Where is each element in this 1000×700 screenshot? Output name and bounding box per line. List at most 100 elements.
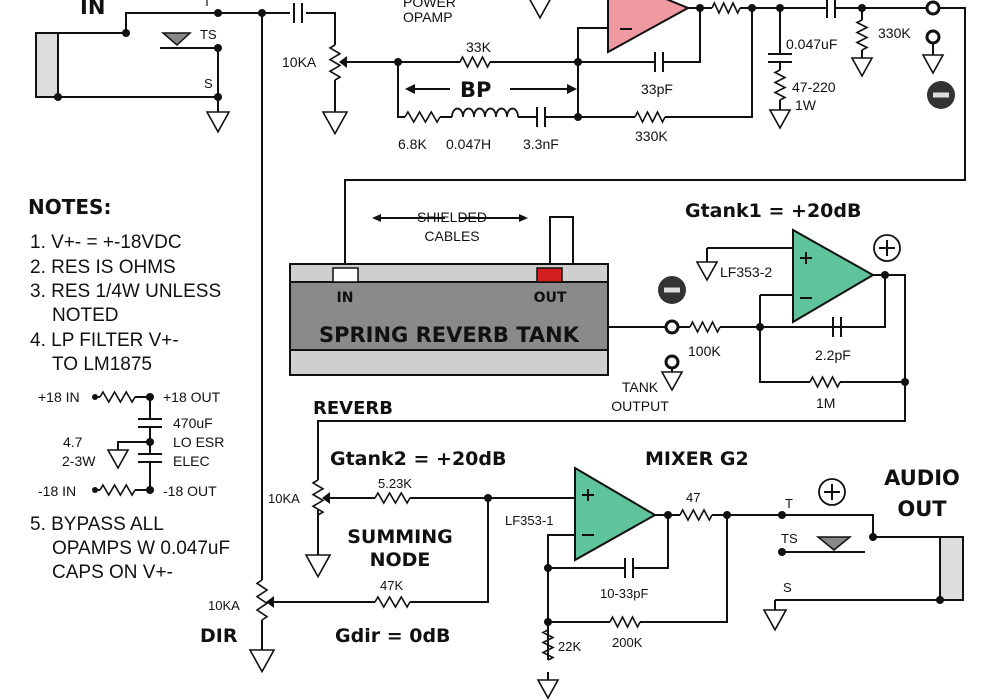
gtank2-title: Gtank2 = +20dB (330, 448, 506, 470)
r-6k8-label: 6.8K (398, 136, 427, 152)
r-snub-label: 1W (795, 97, 817, 113)
mixer-opamp (574, 466, 658, 562)
input-title: IN (80, 0, 105, 19)
r-47k-label: 47K (380, 578, 403, 593)
junction-dot (723, 511, 731, 519)
pot-wiper-arrow-icon (322, 492, 330, 504)
ground-icon (921, 54, 945, 75)
gtank1-opamp (792, 228, 876, 324)
r-1m-label: 1M (816, 395, 835, 411)
c-047u-label: 0.047uF (786, 36, 837, 52)
filter-cap-label: ELEC (173, 453, 210, 469)
output-sleeve-label: S (783, 580, 792, 595)
resistor-icon (404, 110, 441, 124)
ground-icon (248, 649, 276, 674)
plus-circle-icon (818, 478, 846, 506)
junction-dot (936, 596, 944, 604)
note-item: NOTED (52, 305, 119, 326)
note-item: 1. V+- = +-18VDC (30, 232, 182, 253)
dir-label: DIR (200, 625, 238, 647)
junction-dot (146, 438, 154, 446)
mixer-opamp-label: LF353-1 (505, 513, 553, 528)
input-tip-label: T (203, 0, 211, 9)
resistor-icon (689, 320, 721, 334)
filter-p-out: +18 OUT (163, 389, 221, 405)
reverb-label: REVERB (313, 398, 393, 419)
gdir-title: Gdir = 0dB (335, 625, 451, 647)
tank-in-terminal (332, 267, 359, 283)
junction-dot (778, 548, 786, 556)
junction-dot (214, 44, 222, 52)
junction-dot (574, 113, 582, 121)
junction-dot (574, 58, 582, 66)
resistor-icon (374, 595, 411, 609)
junction-dot (92, 394, 98, 400)
note-item: 3. RES 1/4W UNLESS (30, 281, 221, 302)
pot-wiper-arrow-icon (266, 596, 274, 608)
ground-icon (529, 0, 551, 20)
output-tip-label: T (785, 496, 793, 511)
filter-p-in: +18 IN (38, 389, 80, 405)
power-opamp-label: OPAMP (403, 9, 453, 25)
capacitor-icon (832, 317, 842, 337)
r-523k-label: 5.23K (378, 476, 412, 491)
pot-reverb-label: 10KA (268, 491, 300, 506)
junction-dot (901, 378, 909, 386)
resistor-icon (609, 615, 641, 629)
output-ts-label: TS (781, 531, 798, 546)
tank-output-label: TANK (622, 379, 659, 395)
filter-res-label: 2-3W (62, 453, 96, 469)
output-title: OUT (897, 497, 947, 521)
r-snub-label: 47-220 (792, 79, 836, 95)
junction-dot (869, 533, 877, 541)
note-item-5: OPAMPS W 0.047uF (52, 538, 230, 559)
inductor-icon (451, 107, 519, 118)
r-100k-label: 100K (688, 343, 721, 359)
output-title: AUDIO (884, 466, 960, 490)
c-33p-label: 33pF (641, 81, 673, 97)
filter-n-in: -18 IN (38, 483, 76, 499)
input-sleeve-label: S (204, 76, 213, 91)
ground-icon (205, 111, 231, 134)
resistor-icon (711, 1, 741, 15)
terminal-icon (664, 319, 680, 335)
junction-dot (146, 393, 154, 401)
resistor-icon (809, 375, 841, 389)
junction-dot (92, 487, 98, 493)
input-jack-switch (160, 32, 192, 47)
tank-in-label: IN (337, 290, 354, 306)
c-2p2-label: 2.2pF (815, 347, 851, 363)
cables-label: CABLES (424, 228, 479, 244)
resistor-icon (99, 390, 136, 404)
capacitor-icon (826, 0, 836, 18)
r-22k-label: 22K (558, 639, 581, 654)
junction-dot (881, 271, 889, 279)
output-jack-switch (815, 536, 853, 551)
gtank1-opamp-label: LF353-2 (720, 264, 772, 280)
resistor-icon (255, 579, 269, 621)
note-item: 2. RES IS OHMS (30, 257, 176, 278)
capacitor-icon (768, 53, 792, 63)
junction-dot (748, 4, 756, 12)
filter-cap-label: LO ESR (173, 434, 224, 450)
capacitor-icon (654, 52, 664, 72)
note-item-5: CAPS ON V+- (52, 562, 173, 583)
junction-dot (544, 564, 552, 572)
junction-dot (394, 58, 402, 66)
ground-icon (106, 449, 130, 470)
c-10-33p-label: 10-33pF (600, 586, 648, 601)
minus-dark-icon (927, 81, 955, 109)
capacitor-icon (138, 418, 162, 428)
note-item: 4. LP FILTER V+- (30, 330, 179, 351)
junction-dot (214, 9, 222, 17)
filter-cap-label: 470uF (173, 415, 213, 431)
resistor-icon (328, 44, 342, 81)
r-200k-label: 200K (612, 635, 643, 650)
ground-icon (660, 371, 684, 392)
minus-dark-icon (658, 276, 686, 304)
tank-out-terminal (536, 267, 563, 283)
capacitor-icon (293, 3, 303, 23)
junction-dot (122, 29, 130, 37)
ground-icon (768, 109, 792, 130)
